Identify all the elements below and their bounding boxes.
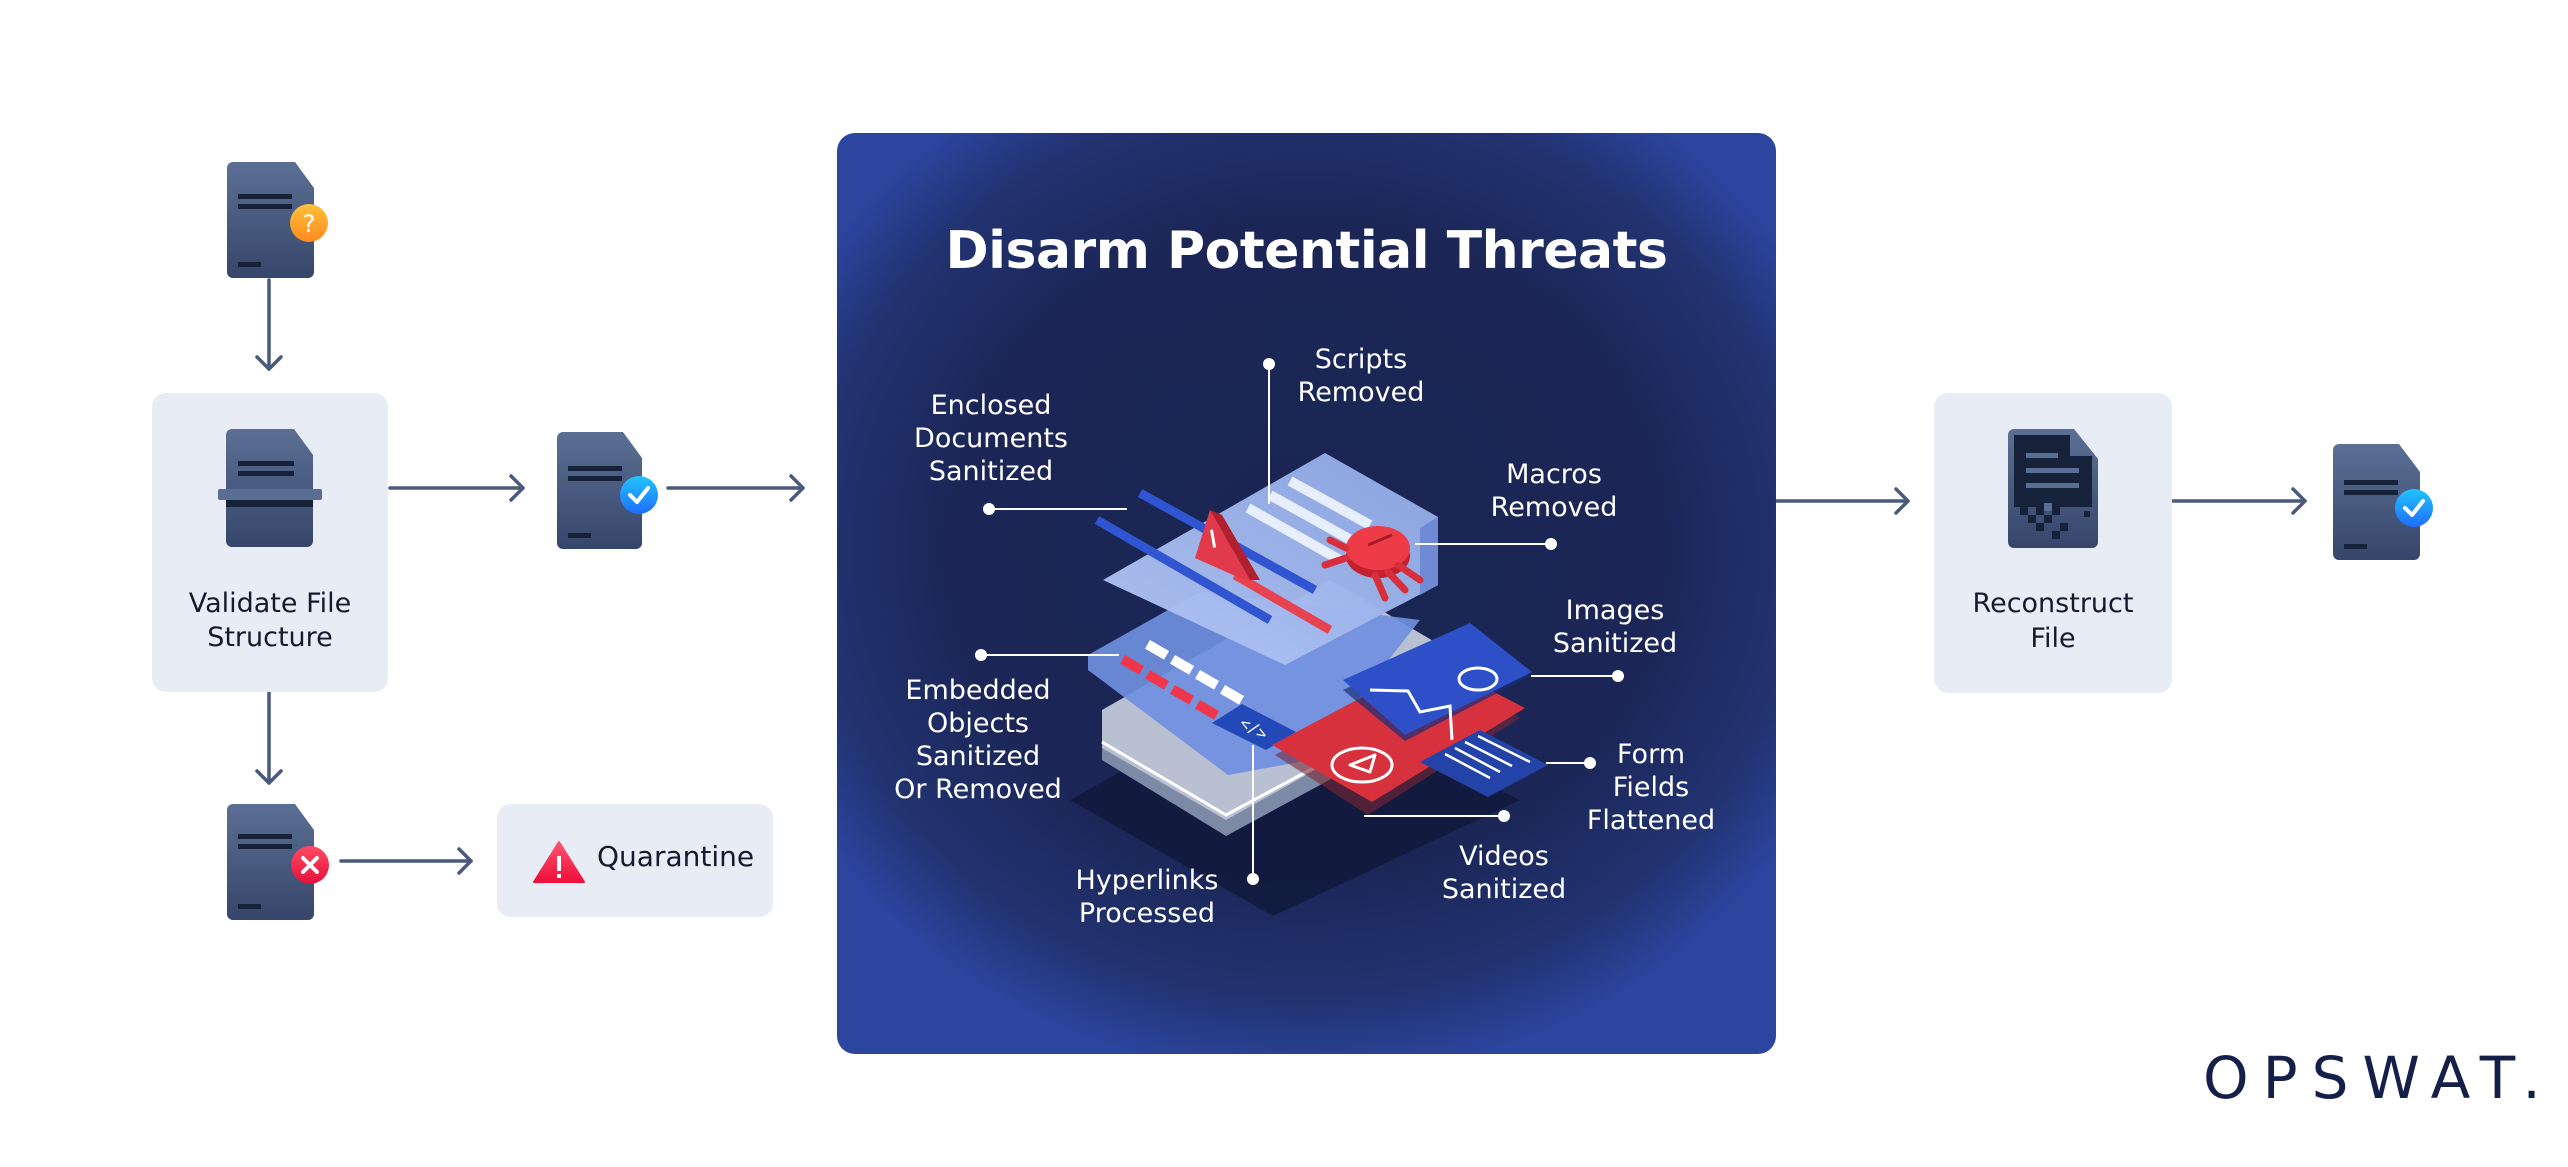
validate-label-line1: Validate File bbox=[188, 588, 352, 619]
leader-forms bbox=[1546, 757, 1596, 769]
label-line: Embedded bbox=[905, 675, 1051, 706]
label-line: Macros bbox=[1506, 459, 1602, 490]
label-form-fields: Form Fields Flattened bbox=[1587, 738, 1715, 837]
leader-macros bbox=[1415, 538, 1557, 550]
label-line: Removed bbox=[1297, 377, 1425, 408]
label-line: Images bbox=[1565, 595, 1665, 626]
label-embedded-objects: Embedded Objects Sanitized Or Removed bbox=[894, 674, 1062, 806]
disarm-illustration: </> bbox=[975, 358, 1624, 916]
final-clean-file-icon bbox=[2333, 444, 2433, 560]
scanner-file-icon bbox=[218, 429, 322, 547]
validate-file-structure-step: Validate File Structure bbox=[152, 393, 388, 692]
panel-title: Disarm Potential Threats bbox=[945, 221, 1668, 281]
blocked-file-icon bbox=[227, 804, 329, 920]
quarantine-label: Quarantine bbox=[597, 840, 755, 873]
label-enclosed-documents: Enclosed Documents Sanitized bbox=[914, 389, 1068, 488]
label-line: Hyperlinks bbox=[1075, 865, 1219, 896]
image-layer bbox=[1343, 623, 1532, 741]
leader-scripts bbox=[1263, 358, 1275, 504]
leader-hyperlinks bbox=[1247, 745, 1259, 885]
label-line: Form bbox=[1616, 739, 1686, 770]
label-line: Sanitized bbox=[928, 456, 1054, 487]
arrow-clean-to-panel bbox=[666, 474, 805, 502]
label-line: Fields bbox=[1612, 772, 1690, 803]
label-line: Documents bbox=[914, 423, 1068, 454]
arrow-blocked-to-quarantine bbox=[339, 847, 473, 875]
leader-enclosed bbox=[983, 503, 1127, 515]
enclosed-warning-icon bbox=[1195, 510, 1260, 580]
macro-bug-icon bbox=[1321, 526, 1424, 602]
unknown-file-icon: ? bbox=[227, 162, 328, 278]
form-layer bbox=[1420, 730, 1548, 797]
label-line: Sanitized bbox=[1552, 628, 1678, 659]
label-scripts-removed: Scripts Removed bbox=[1298, 343, 1425, 409]
arrow-unknown-to-validate bbox=[255, 278, 283, 371]
reconstruct-label-line1: Reconstruct bbox=[1972, 588, 2134, 619]
disarm-threats-panel: Disarm Potential Threats bbox=[837, 133, 1776, 1054]
reconstructed-file-icon bbox=[2008, 429, 2098, 548]
arrow-validate-to-blocked bbox=[255, 691, 283, 785]
arrow-validate-to-clean bbox=[388, 474, 525, 502]
warning-icon bbox=[533, 841, 585, 883]
label-line: Enclosed bbox=[930, 390, 1052, 421]
label-line: Objects bbox=[926, 708, 1029, 739]
leader-images bbox=[1531, 670, 1624, 682]
leader-videos bbox=[1364, 810, 1510, 822]
document-layer bbox=[1094, 453, 1438, 665]
reconstruct-file-step: Reconstruct File bbox=[1934, 393, 2172, 693]
label-line: Or Removed bbox=[894, 774, 1062, 805]
check-badge-icon bbox=[2395, 489, 2433, 527]
arrow-panel-to-reconstruct bbox=[1774, 487, 1910, 515]
reconstruct-label-line2: File bbox=[2030, 623, 2076, 654]
label-hyperlinks-processed: Hyperlinks Processed bbox=[1076, 864, 1219, 930]
svg-text:?: ? bbox=[303, 210, 316, 238]
label-line: Sanitized bbox=[915, 741, 1041, 772]
label-line: Processed bbox=[1078, 898, 1216, 929]
clean-file-icon bbox=[557, 432, 658, 549]
leader-embedded bbox=[975, 649, 1119, 661]
label-line: Scripts bbox=[1314, 344, 1408, 375]
label-macros-removed: Macros Removed bbox=[1491, 458, 1618, 524]
label-videos-sanitized: Videos Sanitized bbox=[1442, 840, 1566, 906]
question-badge-icon: ? bbox=[290, 204, 328, 242]
validate-label-line2: Structure bbox=[207, 622, 333, 653]
arrow-reconstruct-to-final bbox=[2170, 487, 2307, 515]
opswat-logo: OPSWAT. bbox=[2203, 1044, 2555, 1112]
label-line: Sanitized bbox=[1441, 874, 1567, 905]
quarantine-step: Quarantine bbox=[497, 804, 773, 917]
leader-lines bbox=[975, 358, 1624, 885]
x-badge-icon bbox=[291, 846, 329, 884]
label-line: Removed bbox=[1490, 492, 1618, 523]
label-line: Flattened bbox=[1586, 805, 1716, 836]
check-badge-icon bbox=[620, 476, 658, 514]
label-line: Videos bbox=[1459, 841, 1549, 872]
label-images-sanitized: Images Sanitized bbox=[1553, 594, 1677, 660]
